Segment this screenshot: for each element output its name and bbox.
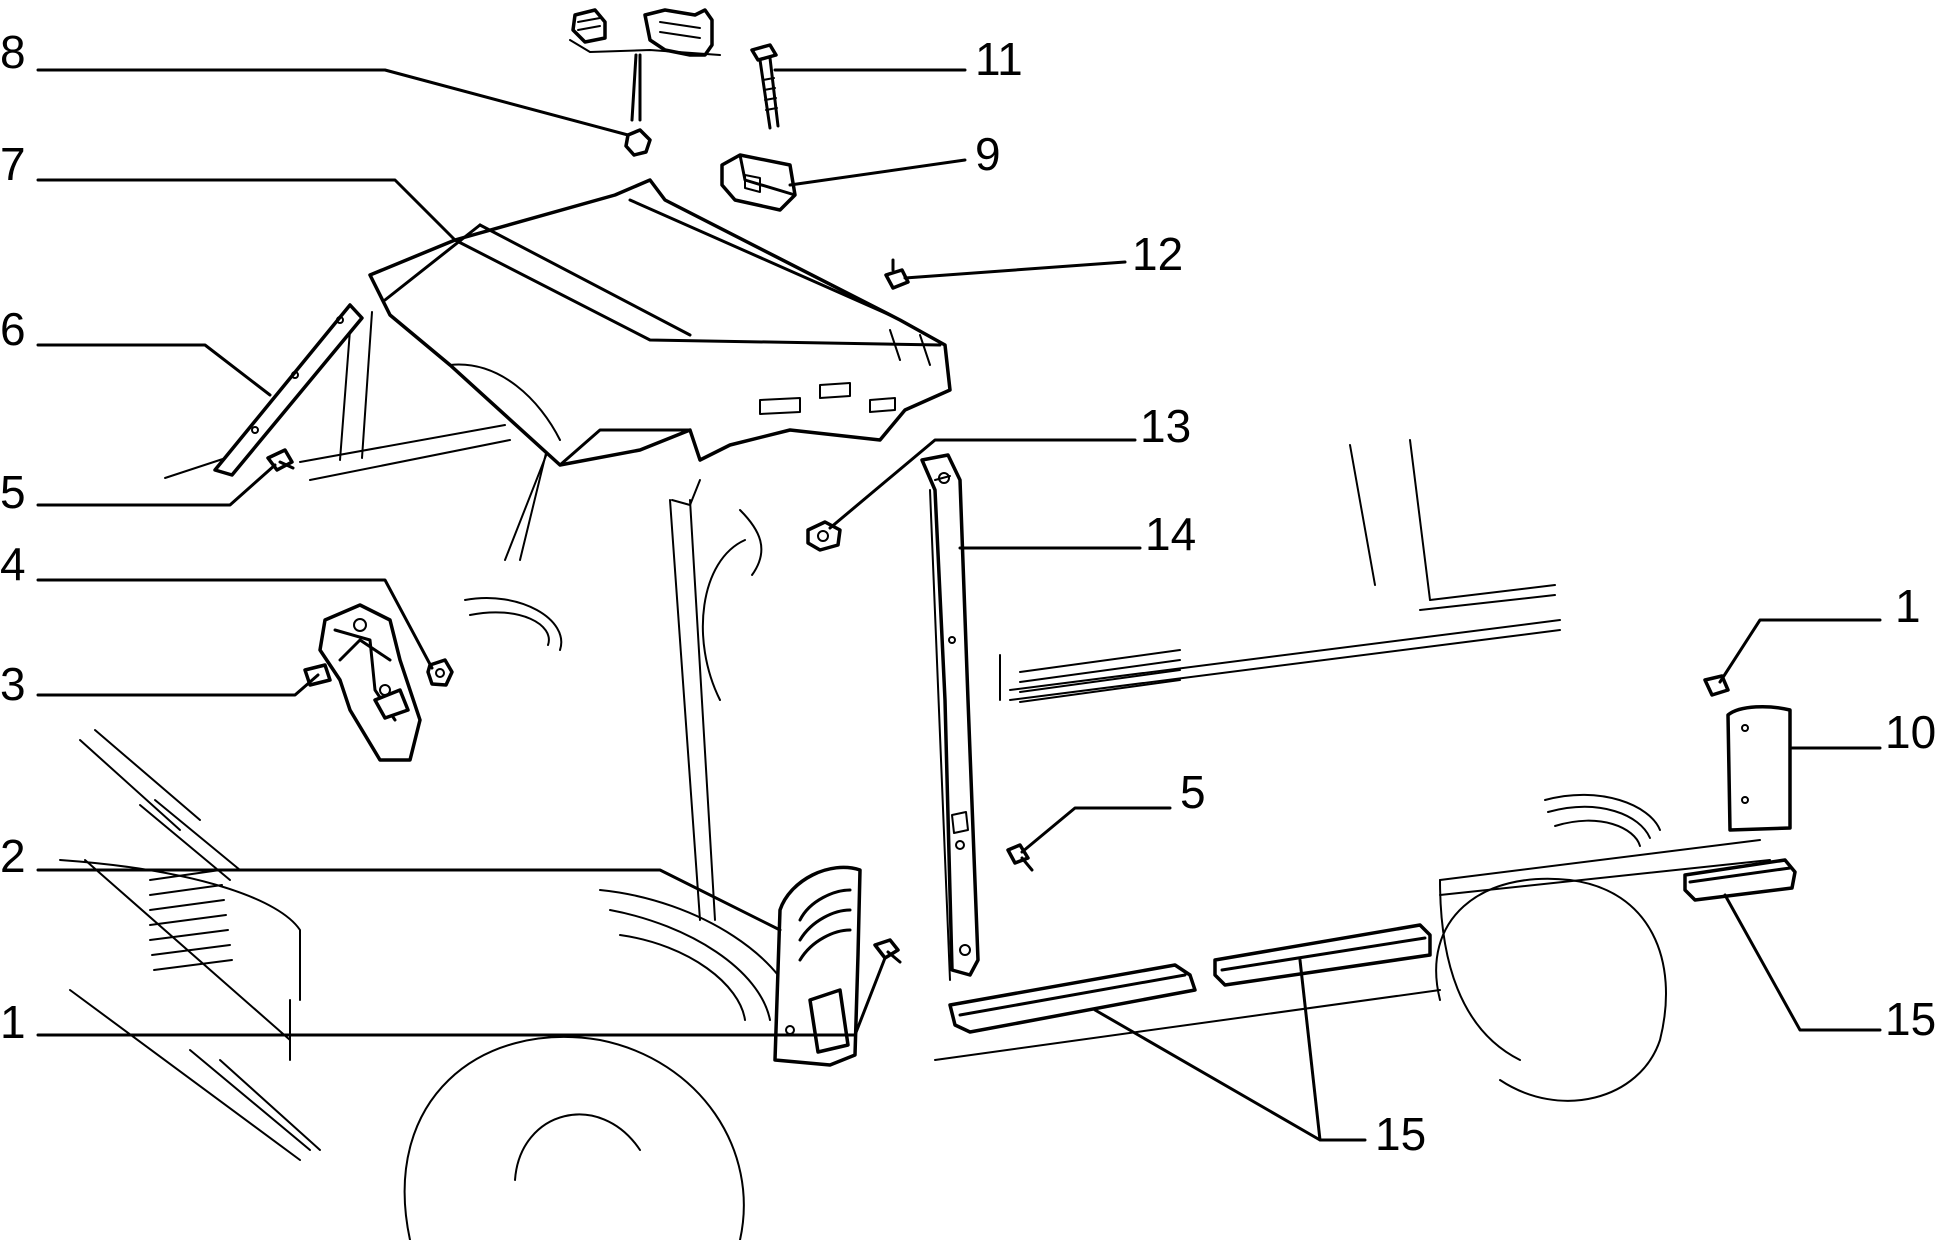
part-9-latch: [720, 153, 797, 212]
callout-13: 13: [1140, 400, 1191, 452]
callout-4: 4: [0, 538, 26, 590]
callout-10: 10: [1885, 706, 1936, 758]
callout-8: 8: [0, 26, 26, 78]
part-15-sill-strip-a: [948, 963, 1197, 1034]
callout-5-left: 5: [0, 466, 26, 518]
callout-7: 7: [0, 138, 26, 190]
part-1-screw-b: [1703, 674, 1730, 697]
part-13-nut: [806, 520, 842, 552]
callout-12: 12: [1132, 228, 1183, 280]
part-14-pillar-trim: [920, 453, 980, 977]
callout-labels: 8 7 6 5 4 3 2 1 11 9 12 13 14 5 1 10 15 …: [0, 26, 1936, 1160]
part-15-sill-strip-b: [1213, 923, 1432, 987]
callout-14: 14: [1145, 508, 1196, 560]
part-11-bolt: [750, 43, 780, 130]
part-6-trim-strip: [213, 303, 364, 477]
callout-3: 3: [0, 658, 26, 710]
part-7-roof-panel: [368, 178, 952, 467]
callout-15-bottom: 15: [1375, 1108, 1426, 1160]
leader-lines: [36, 68, 1882, 1142]
grill-hatching: [149, 869, 233, 971]
callout-9: 9: [975, 128, 1001, 180]
callout-1-left: 1: [0, 996, 26, 1048]
part-12-screw: [884, 258, 910, 290]
callout-6: 6: [0, 303, 26, 355]
callout-11: 11: [975, 33, 1023, 85]
part-4-nut: [426, 658, 454, 687]
part-8-clip: [569, 8, 721, 157]
part-3-bracket: [303, 603, 422, 762]
part-2-cover: [773, 865, 862, 1067]
part-15-sill-strip-c: [1683, 858, 1797, 902]
callout-2: 2: [0, 830, 26, 882]
vehicle-outline: [59, 311, 1771, 1240]
part-10-trim-plate: [1726, 704, 1792, 832]
part-1-screw-a: [873, 938, 902, 964]
part-5-screw-b: [1006, 843, 1034, 872]
callout-5-right: 5: [1180, 766, 1206, 818]
callout-15-right: 15: [1885, 993, 1936, 1045]
callout-1-right: 1: [1895, 580, 1921, 632]
